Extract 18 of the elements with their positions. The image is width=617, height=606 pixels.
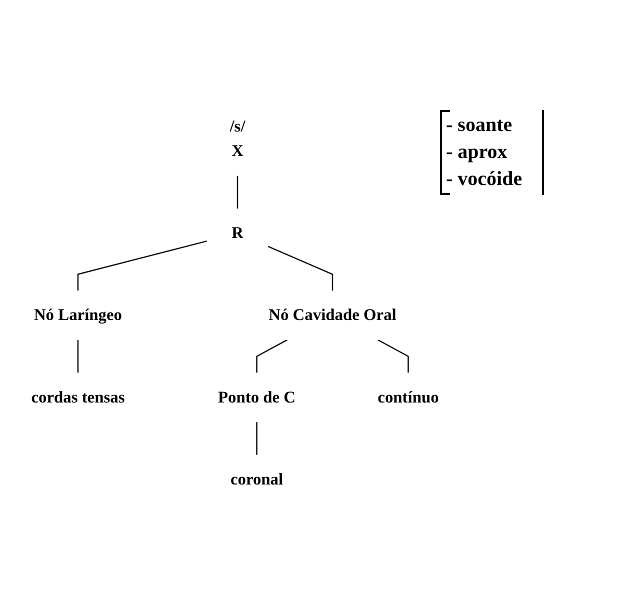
feature-label: - vocóide	[446, 167, 522, 192]
connector	[256, 339, 288, 373]
node-text: Nó Laríngeo	[34, 306, 122, 324]
connector	[268, 246, 334, 291]
node-text: Nó Cavidade Oral	[268, 306, 396, 324]
node-text: /s/ X	[230, 117, 246, 160]
connector	[77, 240, 208, 291]
connector	[378, 339, 409, 373]
node-text: R	[232, 224, 244, 242]
node-text: Ponto de C	[218, 388, 296, 406]
feature-label: - aprox	[446, 140, 508, 165]
node-text: coronal	[230, 470, 284, 489]
connector	[77, 340, 79, 373]
feature-label: - soante	[446, 113, 514, 138]
node-text: cordas tensas	[31, 388, 125, 406]
connector	[236, 176, 238, 209]
node-text: contínuo	[378, 388, 439, 406]
connector	[256, 422, 258, 455]
